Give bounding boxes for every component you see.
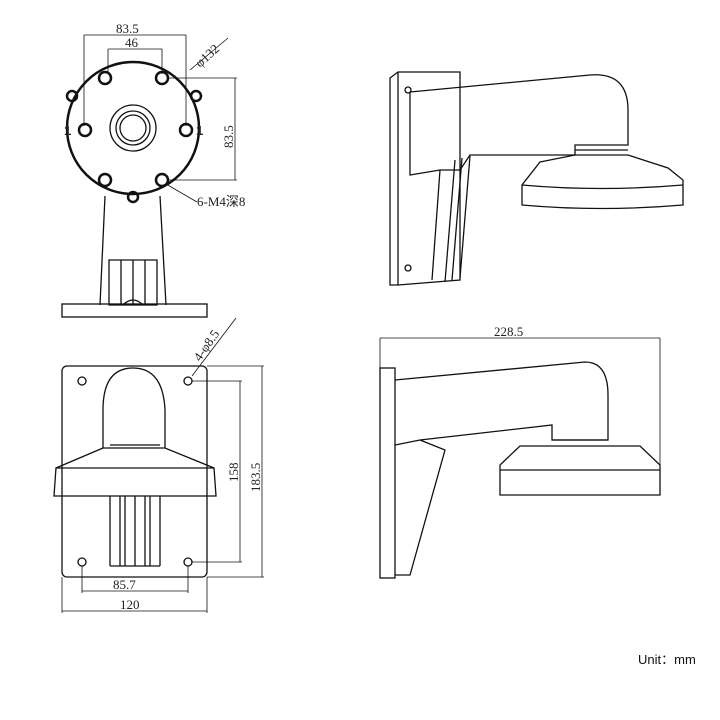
- dim-height: 83.5: [221, 125, 236, 148]
- side-view-perspective: [389, 71, 684, 286]
- dim-width-front: 120: [120, 597, 140, 612]
- hole-note: 6-M4深8: [197, 194, 245, 209]
- dim-diameter: φ132: [192, 41, 222, 70]
- dim-height-front: 183.5: [248, 463, 263, 492]
- unit-label: Unit：mm: [638, 652, 696, 667]
- marker-left: 1: [64, 123, 71, 138]
- side-view: 228.5: [379, 324, 661, 579]
- dim-hole-spacing-v: 158: [226, 463, 241, 483]
- dim-width: 83.5: [116, 21, 139, 36]
- front-view: 4-φ8.5 158 183.5 85.7 120: [53, 317, 264, 613]
- dim-hole-spacing-h: 85.7: [113, 577, 136, 592]
- dim-inner: 46: [125, 35, 139, 50]
- top-view: 83.5 46 φ132 83.5 6-M4深8 1 1: [61, 21, 245, 318]
- marker-right: 1: [196, 123, 203, 138]
- front-hole-note: 4-φ8.5: [190, 327, 222, 364]
- mounting-holes: [65, 70, 203, 204]
- dim-length: 228.5: [494, 324, 523, 339]
